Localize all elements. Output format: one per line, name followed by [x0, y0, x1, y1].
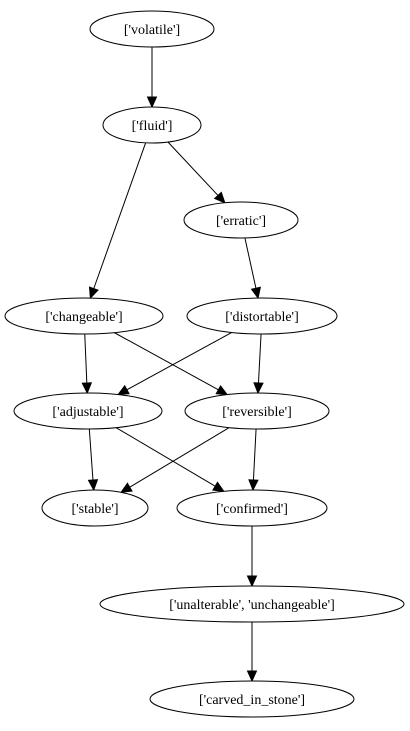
- edge-line: [252, 428, 257, 481]
- node-adjustable: ['adjustable']: [13, 392, 163, 430]
- node-carved: ['carved_in_stone']: [149, 680, 355, 718]
- edge-line: [244, 237, 257, 289]
- node-ellipse: [102, 106, 202, 144]
- node-label: ['confirmed']: [216, 502, 288, 517]
- edge-line: [115, 427, 216, 487]
- node-stable: ['stable']: [41, 489, 149, 527]
- arrowhead-icon: [250, 286, 261, 300]
- arrowhead-icon: [120, 482, 133, 493]
- arrowhead-icon: [81, 382, 93, 395]
- node-ellipse: [13, 392, 163, 430]
- node-label: ['changeable']: [45, 310, 122, 325]
- node-distortable: ['distortable']: [186, 297, 338, 335]
- edge-fluid-to-changeable: [88, 142, 147, 300]
- edge-reversible-to-stable: [120, 427, 230, 493]
- edge-adjustable-to-stable: [87, 428, 99, 492]
- node-erratic: ['erratic']: [183, 201, 299, 239]
- edge-erratic-to-distortable: [244, 237, 261, 300]
- node-unalterable: ['unalterable', 'unchangeable']: [99, 585, 405, 623]
- node-label: ['carved_in_stone']: [199, 693, 305, 708]
- edge-line: [93, 142, 147, 289]
- node-ellipse: [176, 489, 328, 527]
- arrowhead-icon: [212, 481, 225, 492]
- edge-distortable-to-adjustable: [117, 332, 233, 396]
- node-ellipse: [41, 489, 149, 527]
- node-ellipse: [149, 680, 355, 718]
- edge-confirmed-to-unalterable: [246, 526, 258, 588]
- arrowhead-icon: [246, 670, 258, 683]
- node-label: ['unalterable', 'unchangeable']: [169, 598, 335, 613]
- node-ellipse: [99, 585, 405, 623]
- node-ellipse: [4, 297, 164, 335]
- node-label: ['fluid']: [132, 119, 173, 134]
- edges-layer: [81, 47, 264, 683]
- node-fluid: ['fluid']: [102, 106, 202, 144]
- arrowhead-icon: [117, 384, 130, 396]
- node-label: ['volatile']: [124, 23, 180, 38]
- node-label: ['erratic']: [216, 214, 266, 229]
- edge-line: [129, 427, 230, 488]
- edge-changeable-to-reversible: [114, 332, 229, 396]
- edge-line: [257, 333, 262, 384]
- arrowhead-icon: [248, 479, 259, 492]
- node-ellipse: [183, 201, 299, 239]
- edge-distortable-to-reversible: [253, 333, 264, 395]
- node-volatile: ['volatile']: [89, 10, 215, 48]
- node-label: ['stable']: [71, 502, 118, 517]
- edge-unalterable-to-carved: [246, 622, 258, 683]
- node-label: ['distortable']: [225, 310, 298, 325]
- arrowhead-icon: [253, 382, 264, 395]
- edge-line: [114, 332, 219, 391]
- node-label: ['reversible']: [222, 405, 292, 420]
- edge-line: [88, 428, 94, 481]
- node-ellipse: [186, 297, 338, 335]
- edge-reversible-to-confirmed: [248, 428, 259, 492]
- arrowhead-icon: [146, 96, 158, 109]
- edge-line: [126, 332, 233, 391]
- edge-line: [84, 333, 88, 384]
- arrowhead-icon: [87, 479, 99, 492]
- edge-fluid-to-erratic: [167, 141, 226, 204]
- arrowhead-icon: [215, 384, 229, 396]
- edge-changeable-to-adjustable: [81, 333, 93, 395]
- node-reversible: ['reversible']: [184, 392, 330, 430]
- node-label: ['adjustable']: [52, 405, 123, 420]
- node-ellipse: [89, 10, 215, 48]
- arrowhead-icon: [88, 286, 99, 300]
- nodes-layer: ['volatile'] ['fluid'] ['erratic'] ['change…: [4, 10, 405, 718]
- edge-line: [167, 141, 219, 196]
- node-confirmed: ['confirmed']: [176, 489, 328, 527]
- arrowhead-icon: [213, 191, 226, 204]
- node-ellipse: [184, 392, 330, 430]
- node-changeable: ['changeable']: [4, 297, 164, 335]
- edge-volatile-to-fluid: [146, 47, 158, 109]
- edge-adjustable-to-confirmed: [115, 427, 225, 492]
- arrowhead-icon: [246, 575, 258, 588]
